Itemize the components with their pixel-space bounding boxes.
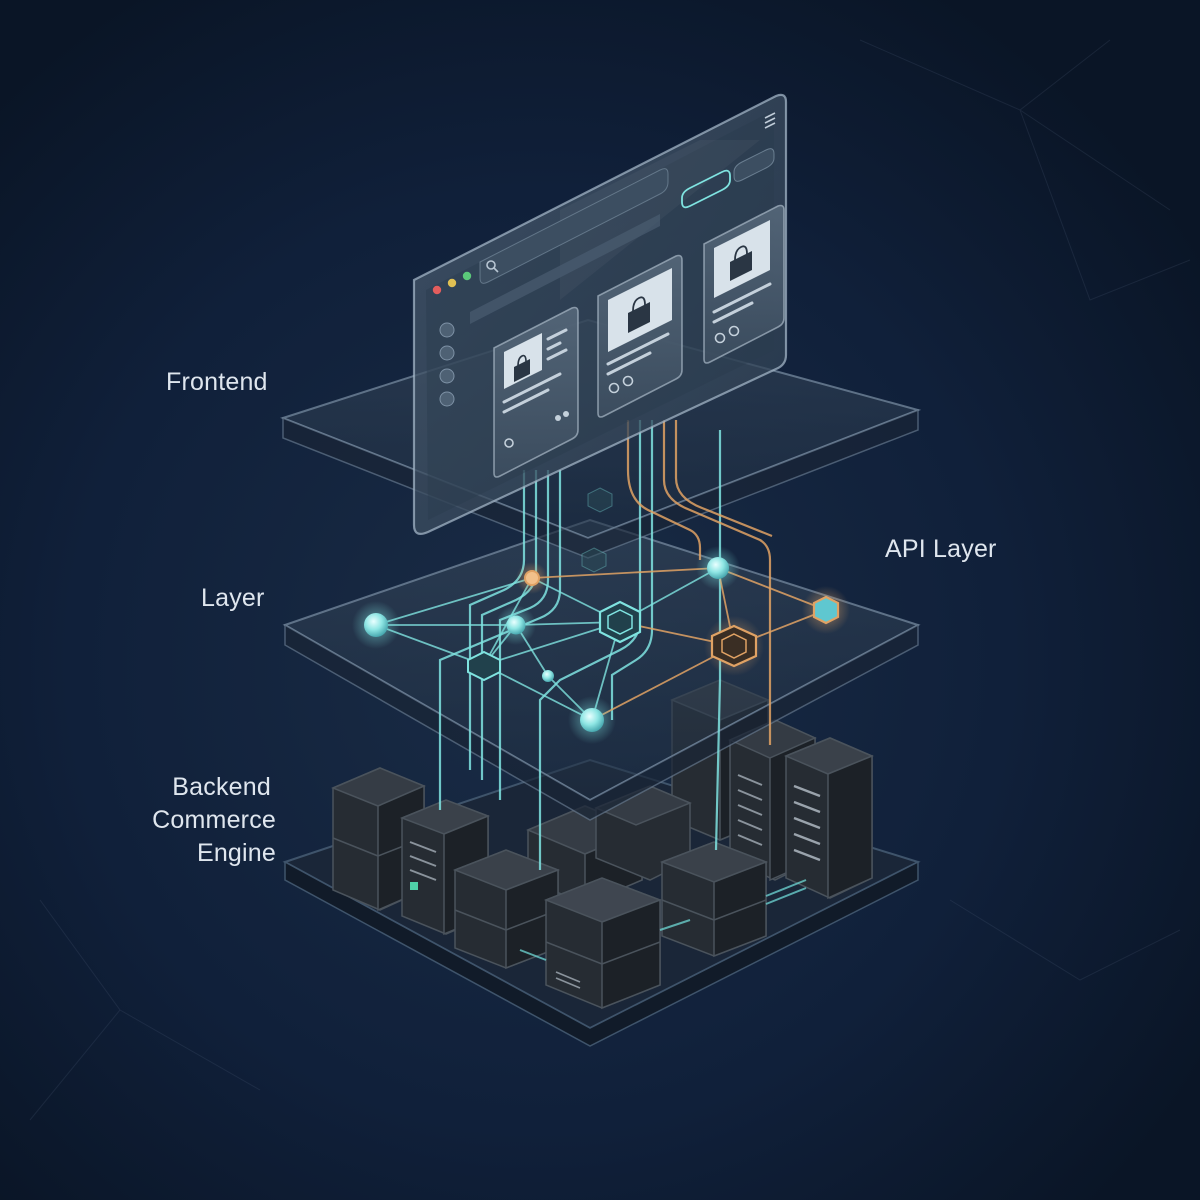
shopping-bag-icon <box>730 245 752 281</box>
product-card[interactable] <box>703 204 785 364</box>
shopping-bag-icon <box>628 296 650 333</box>
api-network-graph <box>352 487 850 744</box>
server-front-vents <box>555 971 581 989</box>
api-layer-label: API Layer <box>885 535 997 563</box>
server-stack-front-center <box>543 877 663 1010</box>
backend-label-line: Engine <box>196 839 276 867</box>
backend-label: Backend Commerce Engine <box>126 771 276 870</box>
server-tower-vents <box>737 774 763 846</box>
product-text-lines <box>502 328 568 414</box>
frontend-label: Frontend <box>166 368 268 396</box>
hex-node-orange <box>710 624 758 668</box>
backend-label-line: Backend <box>172 773 271 801</box>
product-card[interactable] <box>597 254 683 418</box>
server-tower-left-vents <box>409 841 437 881</box>
window-controls <box>432 271 472 295</box>
minimize-dot[interactable] <box>447 278 457 288</box>
api-node <box>542 670 554 682</box>
faint-hex-nodes <box>581 487 613 573</box>
shopping-bag-icon <box>514 354 530 382</box>
hex-node-right <box>812 595 840 625</box>
card-action-icon[interactable] <box>608 382 620 394</box>
close-dot[interactable] <box>432 285 442 295</box>
server-stack-front-left <box>452 849 561 970</box>
product-card[interactable] <box>493 306 579 478</box>
server-stack-front-right <box>659 841 769 958</box>
card-action-icon[interactable] <box>622 375 634 387</box>
header-buttons <box>681 148 775 209</box>
card-action-icon[interactable] <box>504 438 514 448</box>
api-node-orange <box>524 570 540 586</box>
browser-window <box>412 93 788 535</box>
server-tower-right <box>784 737 874 900</box>
api-node <box>506 615 526 635</box>
product-text-lines <box>606 332 670 376</box>
sidebar-icons <box>439 322 455 407</box>
orange-flow-lines <box>626 420 773 745</box>
search-bar[interactable] <box>479 168 669 284</box>
product-text-lines <box>712 282 772 324</box>
backend-data-traces <box>519 879 807 961</box>
card-action-icon[interactable] <box>714 332 726 344</box>
hamburger-icon[interactable] <box>764 112 776 129</box>
search-icon <box>486 260 499 273</box>
product-image <box>504 333 542 389</box>
nav-button[interactable] <box>681 169 731 209</box>
layer-label: Layer <box>201 584 265 612</box>
server-tower-right-vents <box>793 784 821 862</box>
card-dot <box>563 411 569 417</box>
background-network-lines <box>29 39 1191 1121</box>
status-led <box>410 882 418 890</box>
nav-button[interactable] <box>733 148 775 182</box>
maximize-dot[interactable] <box>462 271 472 281</box>
card-action-icon[interactable] <box>728 325 740 337</box>
nav-bar <box>470 214 660 324</box>
api-node <box>364 613 388 637</box>
hex-node-left <box>467 650 501 682</box>
card-dot <box>555 415 561 421</box>
api-node <box>580 708 604 732</box>
api-node <box>707 557 729 579</box>
backend-label-line: Commerce <box>152 806 276 834</box>
hex-node-center <box>598 600 642 644</box>
